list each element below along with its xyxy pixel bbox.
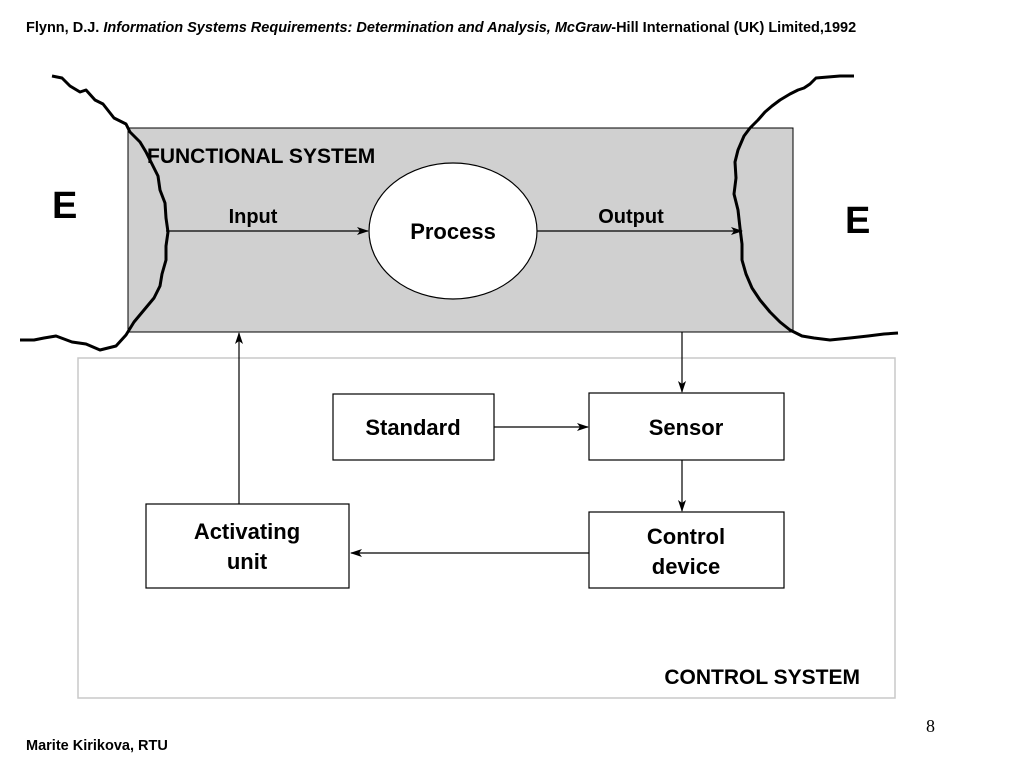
sensor-label: Sensor <box>649 415 724 440</box>
standard-node <box>332 393 495 461</box>
control-device-label-line2: device <box>652 554 721 579</box>
control-device-node <box>588 511 785 589</box>
activating-unit-label-line2: unit <box>227 549 268 574</box>
control-system-label: CONTROL SYSTEM <box>664 666 860 689</box>
process-label: Process <box>410 219 496 244</box>
environment-label-right: E <box>845 200 870 242</box>
footer-author: Marite Kirikova, RTU <box>26 738 168 754</box>
output-label: Output <box>598 206 664 228</box>
environment-boundary-left <box>20 74 170 352</box>
environment-label-left: E <box>52 185 77 227</box>
input-label: Input <box>229 206 278 228</box>
control-device-label-line1: Control <box>647 524 725 549</box>
citation: Flynn, D.J. Information Systems Requirem… <box>26 20 856 36</box>
page-number: 8 <box>926 716 935 736</box>
citation-title: Information Systems Requirements: Determ… <box>103 20 612 36</box>
sensor-node <box>588 392 785 461</box>
environment-boundary-right <box>732 74 899 342</box>
process-node <box>368 162 538 300</box>
standard-label: Standard <box>365 415 460 440</box>
citation-author: Flynn, D.J. <box>26 20 100 36</box>
control-system-box <box>77 357 896 699</box>
functional-system-label: FUNCTIONAL SYSTEM <box>147 145 375 168</box>
activating-unit-node <box>145 503 350 589</box>
activating-unit-label-line1: Activating <box>194 519 300 544</box>
citation-publisher: -Hill International (UK) Limited,1992 <box>611 20 857 36</box>
